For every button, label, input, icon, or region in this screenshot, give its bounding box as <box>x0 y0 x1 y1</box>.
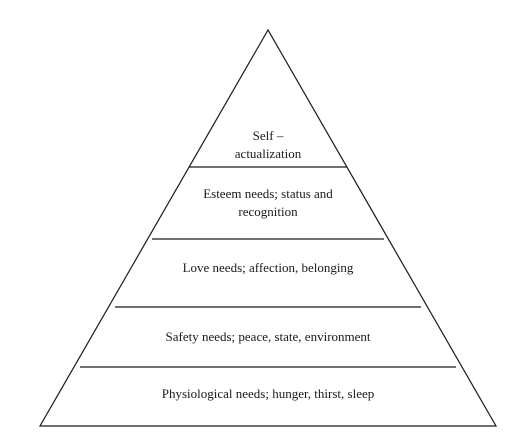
level-esteem-line-2: recognition <box>238 204 298 219</box>
pyramid-outline <box>38 28 498 427</box>
level-safety-label: Safety needs; peace, state, environment <box>165 329 370 344</box>
level-love-label: Love needs; affection, belonging <box>183 260 354 275</box>
level-self-actualization-line-2: actualization <box>235 146 302 161</box>
level-physiological-label: Physiological needs; hunger, thirst, sle… <box>162 386 375 401</box>
level-esteem-line-1: Esteem needs; status and <box>203 186 333 201</box>
level-self-actualization-line-1: Self – <box>253 128 284 143</box>
